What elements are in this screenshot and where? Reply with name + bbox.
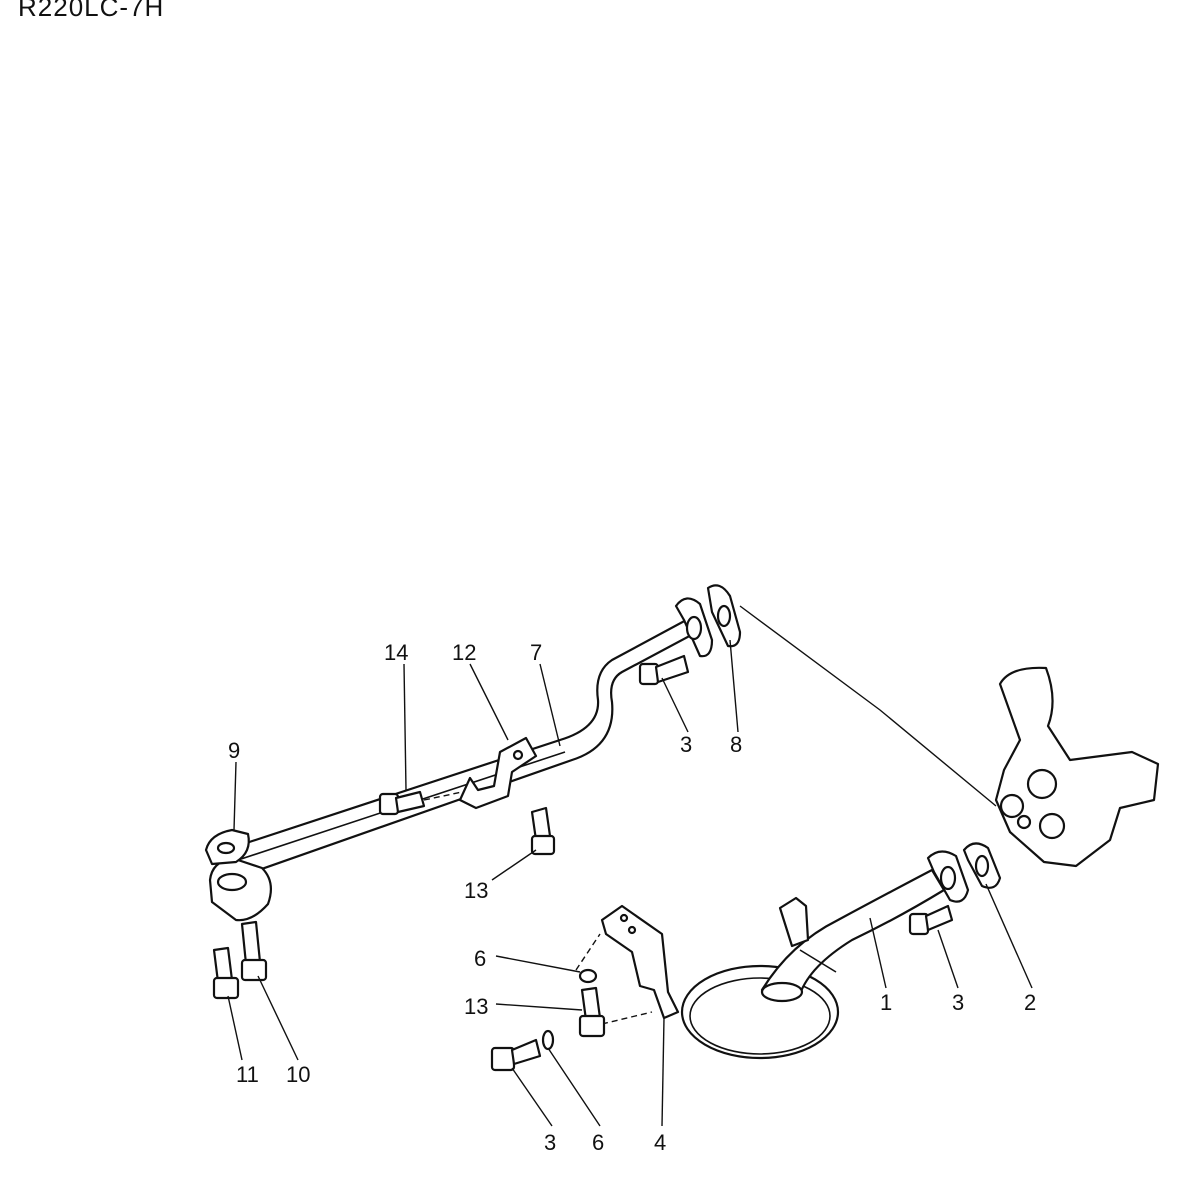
bolt-13-lower bbox=[578, 986, 606, 1038]
oil-pump-body bbox=[994, 666, 1160, 868]
bolt-10 bbox=[240, 920, 268, 982]
callout-13-lower: 13 bbox=[464, 994, 488, 1019]
callout-1: 1 bbox=[880, 990, 892, 1015]
callout-6-lower: 6 bbox=[592, 1130, 604, 1155]
oil-pipe bbox=[208, 616, 699, 922]
gasket-8 bbox=[706, 584, 742, 648]
washer-6-lower bbox=[541, 1029, 555, 1051]
bolt-3-right bbox=[908, 904, 954, 936]
callout-3-lower: 3 bbox=[544, 1130, 556, 1155]
callout-11: 11 bbox=[236, 1062, 259, 1087]
model-title: R220LC-7H bbox=[18, 0, 165, 22]
callout-3-upper: 3 bbox=[680, 732, 692, 757]
callout-10: 10 bbox=[286, 1062, 310, 1087]
assembly-line bbox=[739, 605, 997, 807]
bolt-3-lower bbox=[490, 1038, 542, 1072]
pipe-flange bbox=[674, 597, 714, 658]
bolt-14 bbox=[378, 790, 463, 816]
washer-9 bbox=[204, 828, 250, 866]
callout-8: 8 bbox=[730, 732, 742, 757]
bolt-upper bbox=[638, 654, 690, 686]
bolt-11 bbox=[212, 946, 240, 1000]
pipe-clamp bbox=[458, 736, 538, 810]
callout-4: 4 bbox=[654, 1130, 666, 1155]
callout-13-upper: 13 bbox=[464, 878, 488, 903]
bolt-13-upper bbox=[530, 806, 556, 856]
gasket-2 bbox=[962, 842, 1002, 889]
callout-3-right: 3 bbox=[952, 990, 964, 1015]
suction-strainer bbox=[680, 850, 970, 1060]
callout-9: 9 bbox=[228, 738, 240, 763]
washer-6-upper bbox=[578, 968, 598, 984]
callout-6-upper: 6 bbox=[474, 946, 486, 971]
leader-lines bbox=[227, 639, 1033, 1127]
callout-7: 7 bbox=[530, 640, 542, 665]
callout-12: 12 bbox=[452, 640, 476, 665]
callout-2: 2 bbox=[1024, 990, 1036, 1015]
callout-14: 14 bbox=[384, 640, 408, 665]
